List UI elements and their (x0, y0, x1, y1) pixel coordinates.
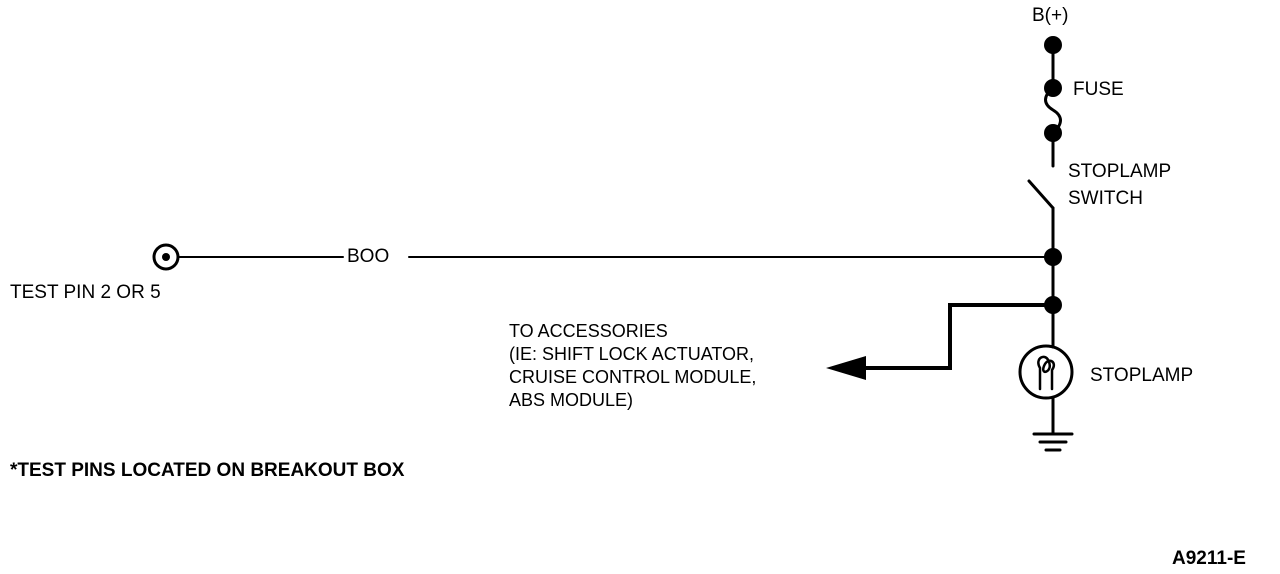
accessories-label-line2: (IE: SHIFT LOCK ACTUATOR, (509, 344, 755, 364)
accessories-label-line1: TO ACCESSORIES (509, 321, 668, 341)
battery-label: B(+) (1032, 5, 1069, 26)
test-pin-center (162, 253, 170, 261)
switch-label-line2: SWITCH (1068, 188, 1143, 209)
fuse-symbol (1044, 86, 1062, 135)
footnote: *TEST PINS LOCATED ON BREAKOUT BOX (10, 460, 405, 481)
accessories-arrowhead (826, 356, 866, 380)
stoplamp-label: STOPLAMP (1090, 365, 1194, 386)
fuse-bottom-dot (1044, 124, 1062, 142)
boo-label: BOO (347, 246, 390, 267)
boo-junction-dot (1044, 248, 1062, 266)
accessories-label-line4: ABS MODULE) (509, 390, 634, 410)
figure-id: A9211-E (1172, 548, 1246, 569)
test-pin-outer (152, 243, 180, 271)
accessories-label-line3: CRUISE CONTROL MODULE, (509, 367, 757, 387)
battery-terminal-dot (1044, 36, 1062, 54)
accessories-wire (858, 303, 1055, 370)
accessories-junction-dot (1044, 296, 1062, 314)
fuse-top-dot (1044, 79, 1062, 97)
test-pin-label: TEST PIN 2 OR 5 (10, 282, 161, 303)
switch-label-line1: STOPLAMP (1068, 161, 1172, 182)
stoplamp-filament (1037, 355, 1056, 391)
fuse-label: FUSE (1073, 79, 1124, 100)
switch-blade (1027, 179, 1055, 210)
stoplamp-bulb (1018, 344, 1074, 400)
